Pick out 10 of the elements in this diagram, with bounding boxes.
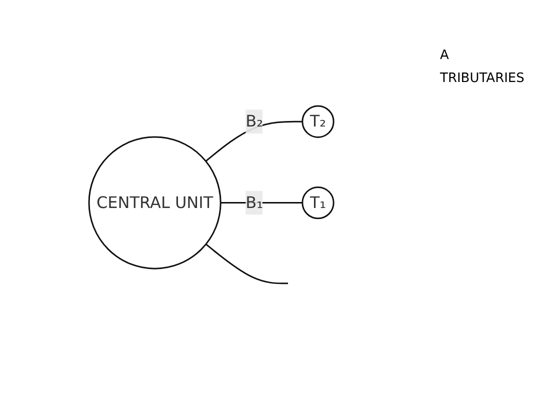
node-circle: CENTRAL UNIT	[88, 136, 221, 270]
edge-label: B₁	[245, 192, 262, 212]
node-circle: T₁	[301, 186, 334, 219]
node-circle: T₂	[301, 105, 334, 138]
edge-label: B₂	[245, 111, 262, 130]
connector	[204, 120, 302, 162]
diagram-label: TRIBUTARIES	[440, 71, 526, 86]
diagram-label: A	[440, 48, 450, 63]
connector	[220, 202, 302, 204]
connector	[204, 243, 288, 284]
